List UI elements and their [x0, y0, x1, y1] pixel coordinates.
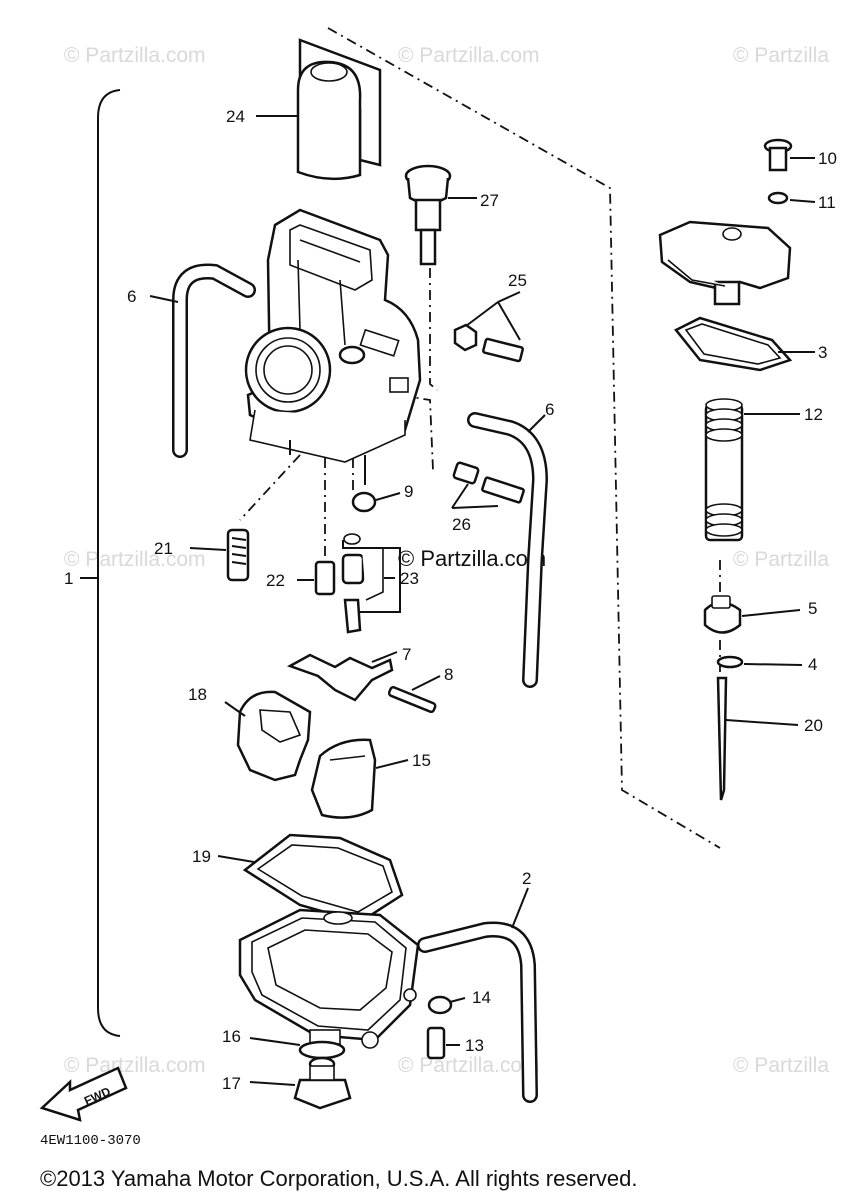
- callout-23: 23: [400, 569, 419, 588]
- part-19-gasket: [217, 833, 404, 924]
- part-5-needle-holder: [703, 595, 801, 634]
- part-26-screw-spring: [451, 461, 525, 509]
- float-bowl: [238, 908, 420, 1049]
- callout-7: 7: [402, 645, 411, 664]
- callout-1: 1: [64, 569, 73, 588]
- top-cap: [658, 220, 792, 306]
- callout-14: 14: [472, 988, 491, 1007]
- callout-11: 11: [818, 193, 836, 212]
- part-2-drain-hose: [417, 887, 538, 1103]
- callout-8: 8: [444, 665, 453, 684]
- part-27-starter-plunger: [404, 164, 452, 266]
- callout-6-right: 6: [545, 400, 554, 419]
- callout-labels: 1 2 3 4 5 6 6 7 8 9 10 11 12 13 14 15 16…: [64, 107, 837, 1093]
- watermark-mid-center: © Partzilla.com: [398, 546, 546, 571]
- part-18-float: [224, 690, 312, 782]
- part-15-float: [310, 738, 409, 819]
- part-23-needle-valve: [341, 533, 401, 634]
- callout-3: 3: [818, 343, 827, 362]
- callout-5: 5: [808, 599, 817, 618]
- watermark-bottom-left: © Partzilla.com: [64, 1054, 206, 1077]
- part-3-gasket: [674, 316, 815, 372]
- watermark-mid-right: © Partzilla: [733, 548, 829, 571]
- part-6-hose-right: [467, 412, 549, 688]
- watermark-bottom-center: © Partzilla.com: [398, 1054, 540, 1077]
- part-10-screw: [763, 138, 815, 172]
- callout-13: 13: [465, 1036, 484, 1055]
- callout-15: 15: [412, 751, 431, 770]
- part-22-pilot-jet: [297, 560, 336, 596]
- part-9-nut: [351, 491, 401, 513]
- callout-21: 21: [154, 539, 173, 558]
- callout-25: 25: [508, 271, 527, 290]
- part-14-washer: [427, 995, 466, 1015]
- callout-12: 12: [804, 405, 823, 424]
- callout-22: 22: [266, 571, 285, 590]
- callout-16: 16: [222, 1027, 241, 1046]
- callout-18: 18: [188, 685, 207, 704]
- callout-6-left: 6: [127, 287, 136, 306]
- leader-lines: [256, 115, 477, 199]
- watermark-top-center: © Partzilla.com: [398, 44, 540, 67]
- part-21-main-jet: [189, 528, 250, 582]
- copyright-text: ©2013 Yamaha Motor Corporation, U.S.A. A…: [40, 1166, 637, 1191]
- leader-6-left: [149, 295, 179, 303]
- callout-10: 10: [818, 149, 837, 168]
- watermark-top-left: © Partzilla.com: [64, 44, 206, 67]
- callout-9: 9: [404, 482, 413, 501]
- callout-26: 26: [452, 515, 471, 534]
- part-4-clip: [716, 655, 803, 669]
- callout-27: 27: [480, 191, 499, 210]
- watermark-bottom-right: © Partzilla: [733, 1054, 829, 1077]
- callout-19: 19: [192, 847, 211, 866]
- part-20-jet-needle: [716, 676, 799, 801]
- part-17-drain-plug: [249, 1056, 352, 1110]
- part-6-hose-left: [172, 263, 256, 458]
- part-25-screw-nut: [453, 291, 524, 363]
- part-8-float-pin: [387, 675, 441, 714]
- watermark-top-right: © Partzilla: [733, 44, 829, 67]
- part-7-float-pin-holder: [286, 651, 398, 702]
- watermark-mid-left: © Partzilla.com: [64, 548, 206, 571]
- callout-2: 2: [522, 869, 531, 888]
- carburetor-body: [244, 208, 422, 485]
- callout-20: 20: [804, 716, 823, 735]
- callout-17: 17: [222, 1074, 241, 1093]
- leader-6-right: [527, 414, 546, 433]
- part-11-washer: [767, 191, 816, 205]
- watermarks: © Partzilla.com © Partzilla.com © Partzi…: [64, 44, 829, 1077]
- diagram-code: 4EW1100-3070: [40, 1133, 141, 1149]
- callout-4: 4: [808, 655, 817, 674]
- part-13-screw: [426, 1026, 460, 1060]
- callout-24: 24: [226, 107, 245, 126]
- part-12-spring: [704, 398, 800, 542]
- assembly-bracket: [97, 89, 121, 1037]
- part-24-throttle-plate: [296, 38, 382, 181]
